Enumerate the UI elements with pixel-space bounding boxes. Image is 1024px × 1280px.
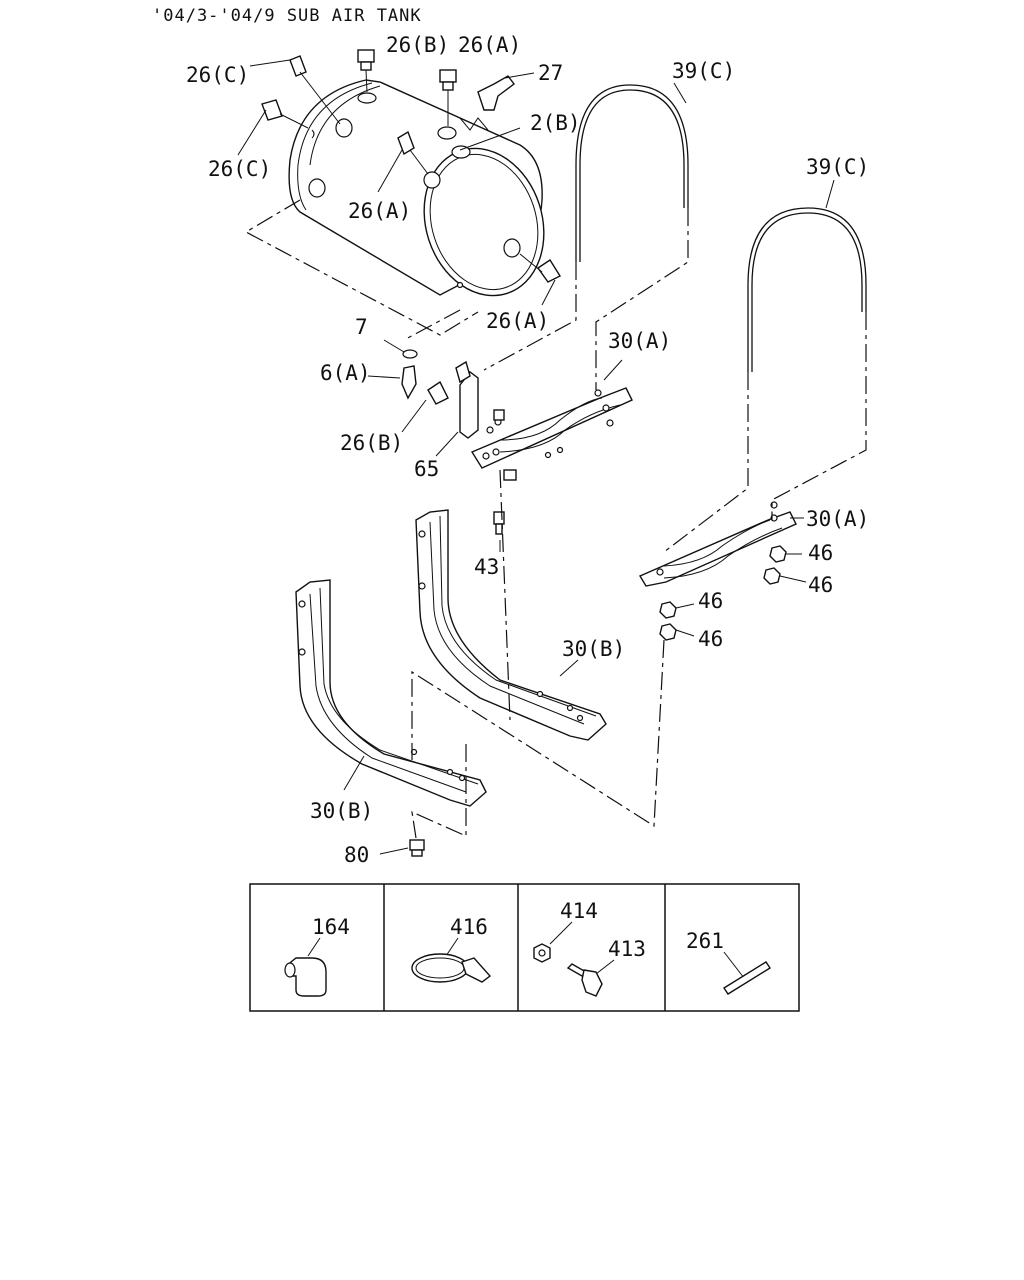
bolt-80	[409, 839, 425, 857]
accessory-cell-414-413: 414 413	[533, 899, 646, 997]
accessory-cell-164: 164	[284, 915, 350, 997]
callout-2b: 2(B)	[530, 111, 581, 135]
callout-26a-top: 26(A)	[458, 33, 521, 57]
tank-fittings	[261, 49, 562, 283]
bolt-43	[493, 511, 505, 535]
bracket-30a-upper	[470, 387, 633, 469]
callout-26c-left: 26(C)	[208, 157, 271, 181]
callout-30b-upper: 30(B)	[562, 637, 625, 661]
callout-26a-mid: 26(A)	[348, 199, 411, 223]
tank-leaders	[237, 59, 556, 306]
hose-clamp-icon	[411, 953, 492, 983]
accessory-number-413: 413	[608, 937, 646, 961]
callout-26b-low: 26(B)	[340, 431, 403, 455]
callout-46-a: 46	[808, 541, 833, 565]
callout-30a-lower: 30(A)	[806, 507, 869, 531]
callout-43: 43	[474, 555, 499, 579]
callout-26c-top: 26(C)	[186, 63, 249, 87]
bracket-30b-lower	[295, 579, 487, 807]
callout-65: 65	[414, 457, 439, 481]
callouts: 26(C) 26(B) 26(A) 27 26(C) 2(B) 26(A) 26…	[186, 33, 869, 867]
u-bolt-lower	[747, 207, 867, 372]
callout-30b-lower: 30(B)	[310, 799, 373, 823]
nuts-46	[659, 545, 787, 641]
accessory-number-414: 414	[560, 899, 598, 923]
pin-icon	[723, 961, 771, 995]
callout-39c-lower: 39(C)	[806, 155, 869, 179]
strap-65	[455, 360, 505, 439]
phantom-lines	[244, 199, 867, 839]
callout-46-c: 46	[698, 589, 723, 613]
callout-6a: 6(A)	[320, 361, 371, 385]
bracket-30b-upper	[415, 509, 607, 741]
callout-46-d: 46	[698, 627, 723, 651]
callout-26a-right: 26(A)	[486, 309, 549, 333]
callout-26b-top: 26(B)	[386, 33, 449, 57]
bracket-30a-lower	[638, 501, 797, 587]
u-bolt-upper	[575, 84, 689, 262]
accessory-number-416: 416	[450, 915, 488, 939]
callout-7: 7	[355, 315, 368, 339]
callout-27: 27	[538, 61, 563, 85]
callout-80: 80	[344, 843, 369, 867]
nut-icon	[533, 943, 551, 963]
drain-parts	[401, 349, 449, 405]
accessory-number-164: 164	[312, 915, 350, 939]
elbow-fitting-icon	[284, 957, 327, 997]
accessory-number-261: 261	[686, 929, 724, 953]
accessory-cell-416: 416	[411, 915, 492, 983]
bolt-icon	[566, 963, 603, 997]
accessory-cell-261: 261	[686, 929, 771, 995]
air-tank	[288, 79, 545, 297]
accessory-table: 164 416 414 413	[249, 883, 800, 1012]
callout-30a-upper: 30(A)	[608, 329, 671, 353]
diagram-title: '04/3-'04/9 SUB AIR TANK	[152, 6, 422, 26]
callout-46-b: 46	[808, 573, 833, 597]
callout-39c-upper: 39(C)	[672, 59, 735, 83]
